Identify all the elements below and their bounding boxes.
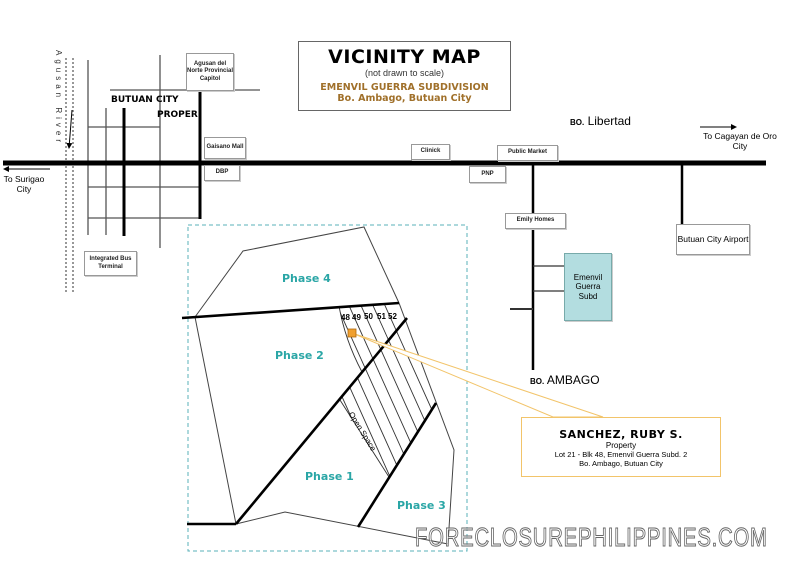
scale-note: (not drawn to scale) [364, 68, 445, 78]
city-label-1: BUTUAN CITY [111, 95, 179, 105]
site-boundary [194, 226, 455, 545]
phase-1-label: Phase 1 [305, 470, 354, 483]
subdivision-location: Bo. Ambago, Butuan City [337, 93, 472, 104]
to-cagayan-label: To Cagayan de Oro City [703, 131, 777, 151]
lot-52: 52 [388, 312, 397, 321]
pnp-box: PNP [469, 166, 506, 183]
phase-2-label: Phase 2 [275, 349, 324, 362]
title-box: VICINITY MAP (not drawn to scale) EMENVI… [298, 41, 511, 111]
ambago-name: AMBAGO [546, 373, 600, 387]
river-label: Agusan River [54, 50, 63, 147]
gaisano-box: Gaisano Mall [204, 137, 246, 159]
emily-homes-box: Emily Homes [505, 213, 566, 229]
property-type: Property [605, 441, 637, 450]
libertad-prefix: BO. [570, 118, 585, 127]
watermark: FORECLOSUREPHILIPPINES.COM [415, 522, 768, 553]
public-market-box: Public Market [497, 145, 558, 161]
owner-name: SANCHEZ, RUBY S. [559, 428, 683, 441]
emenvil-subdivision-box: Emenvil Guerra Subd [564, 253, 612, 321]
phase-4-label: Phase 4 [282, 272, 331, 285]
open-space-boundary [339, 399, 390, 478]
map-title: VICINITY MAP [328, 46, 481, 68]
ambago-label: BO. AMBAGO [530, 373, 600, 387]
phase-3-label: Phase 3 [397, 499, 446, 512]
site-plan-frame [187, 224, 468, 552]
city-grid [87, 55, 260, 248]
airport-box: Butuan City Airport [676, 224, 750, 255]
property-marker [347, 328, 357, 338]
dbp-box: DBP [204, 165, 240, 181]
property-address-2: Bo. Ambago, Butuan City [579, 459, 663, 468]
lot-51: 51 [377, 312, 386, 321]
capitol-box: Agusan del Norte Provincial Capitol [186, 53, 234, 91]
lot-50: 50 [364, 312, 373, 321]
property-callout: SANCHEZ, RUBY S. Property Lot 21 - Blk 4… [521, 417, 721, 477]
bus-terminal-box: Integrated Bus Terminal [84, 251, 137, 276]
subdivision-name: EMENVIL GUERRA SUBDIVISION [320, 82, 489, 93]
river-flow-arrow [66, 109, 73, 149]
city-label-2: PROPER [157, 110, 198, 120]
ambago-prefix: BO. [530, 377, 545, 386]
lot-49: 49 [352, 313, 361, 322]
clinic-box: Clinick [411, 144, 450, 160]
lot-48: 48 [341, 313, 350, 322]
libertad-label: BO. Libertad [570, 114, 631, 128]
to-surigao-label: To Surigao City [3, 174, 45, 194]
libertad-name: Libertad [587, 114, 631, 128]
property-address-1: Lot 21 - Blk 48, Emenvil Guerra Subd. 2 [554, 450, 688, 459]
subdivision-roads [181, 301, 438, 528]
